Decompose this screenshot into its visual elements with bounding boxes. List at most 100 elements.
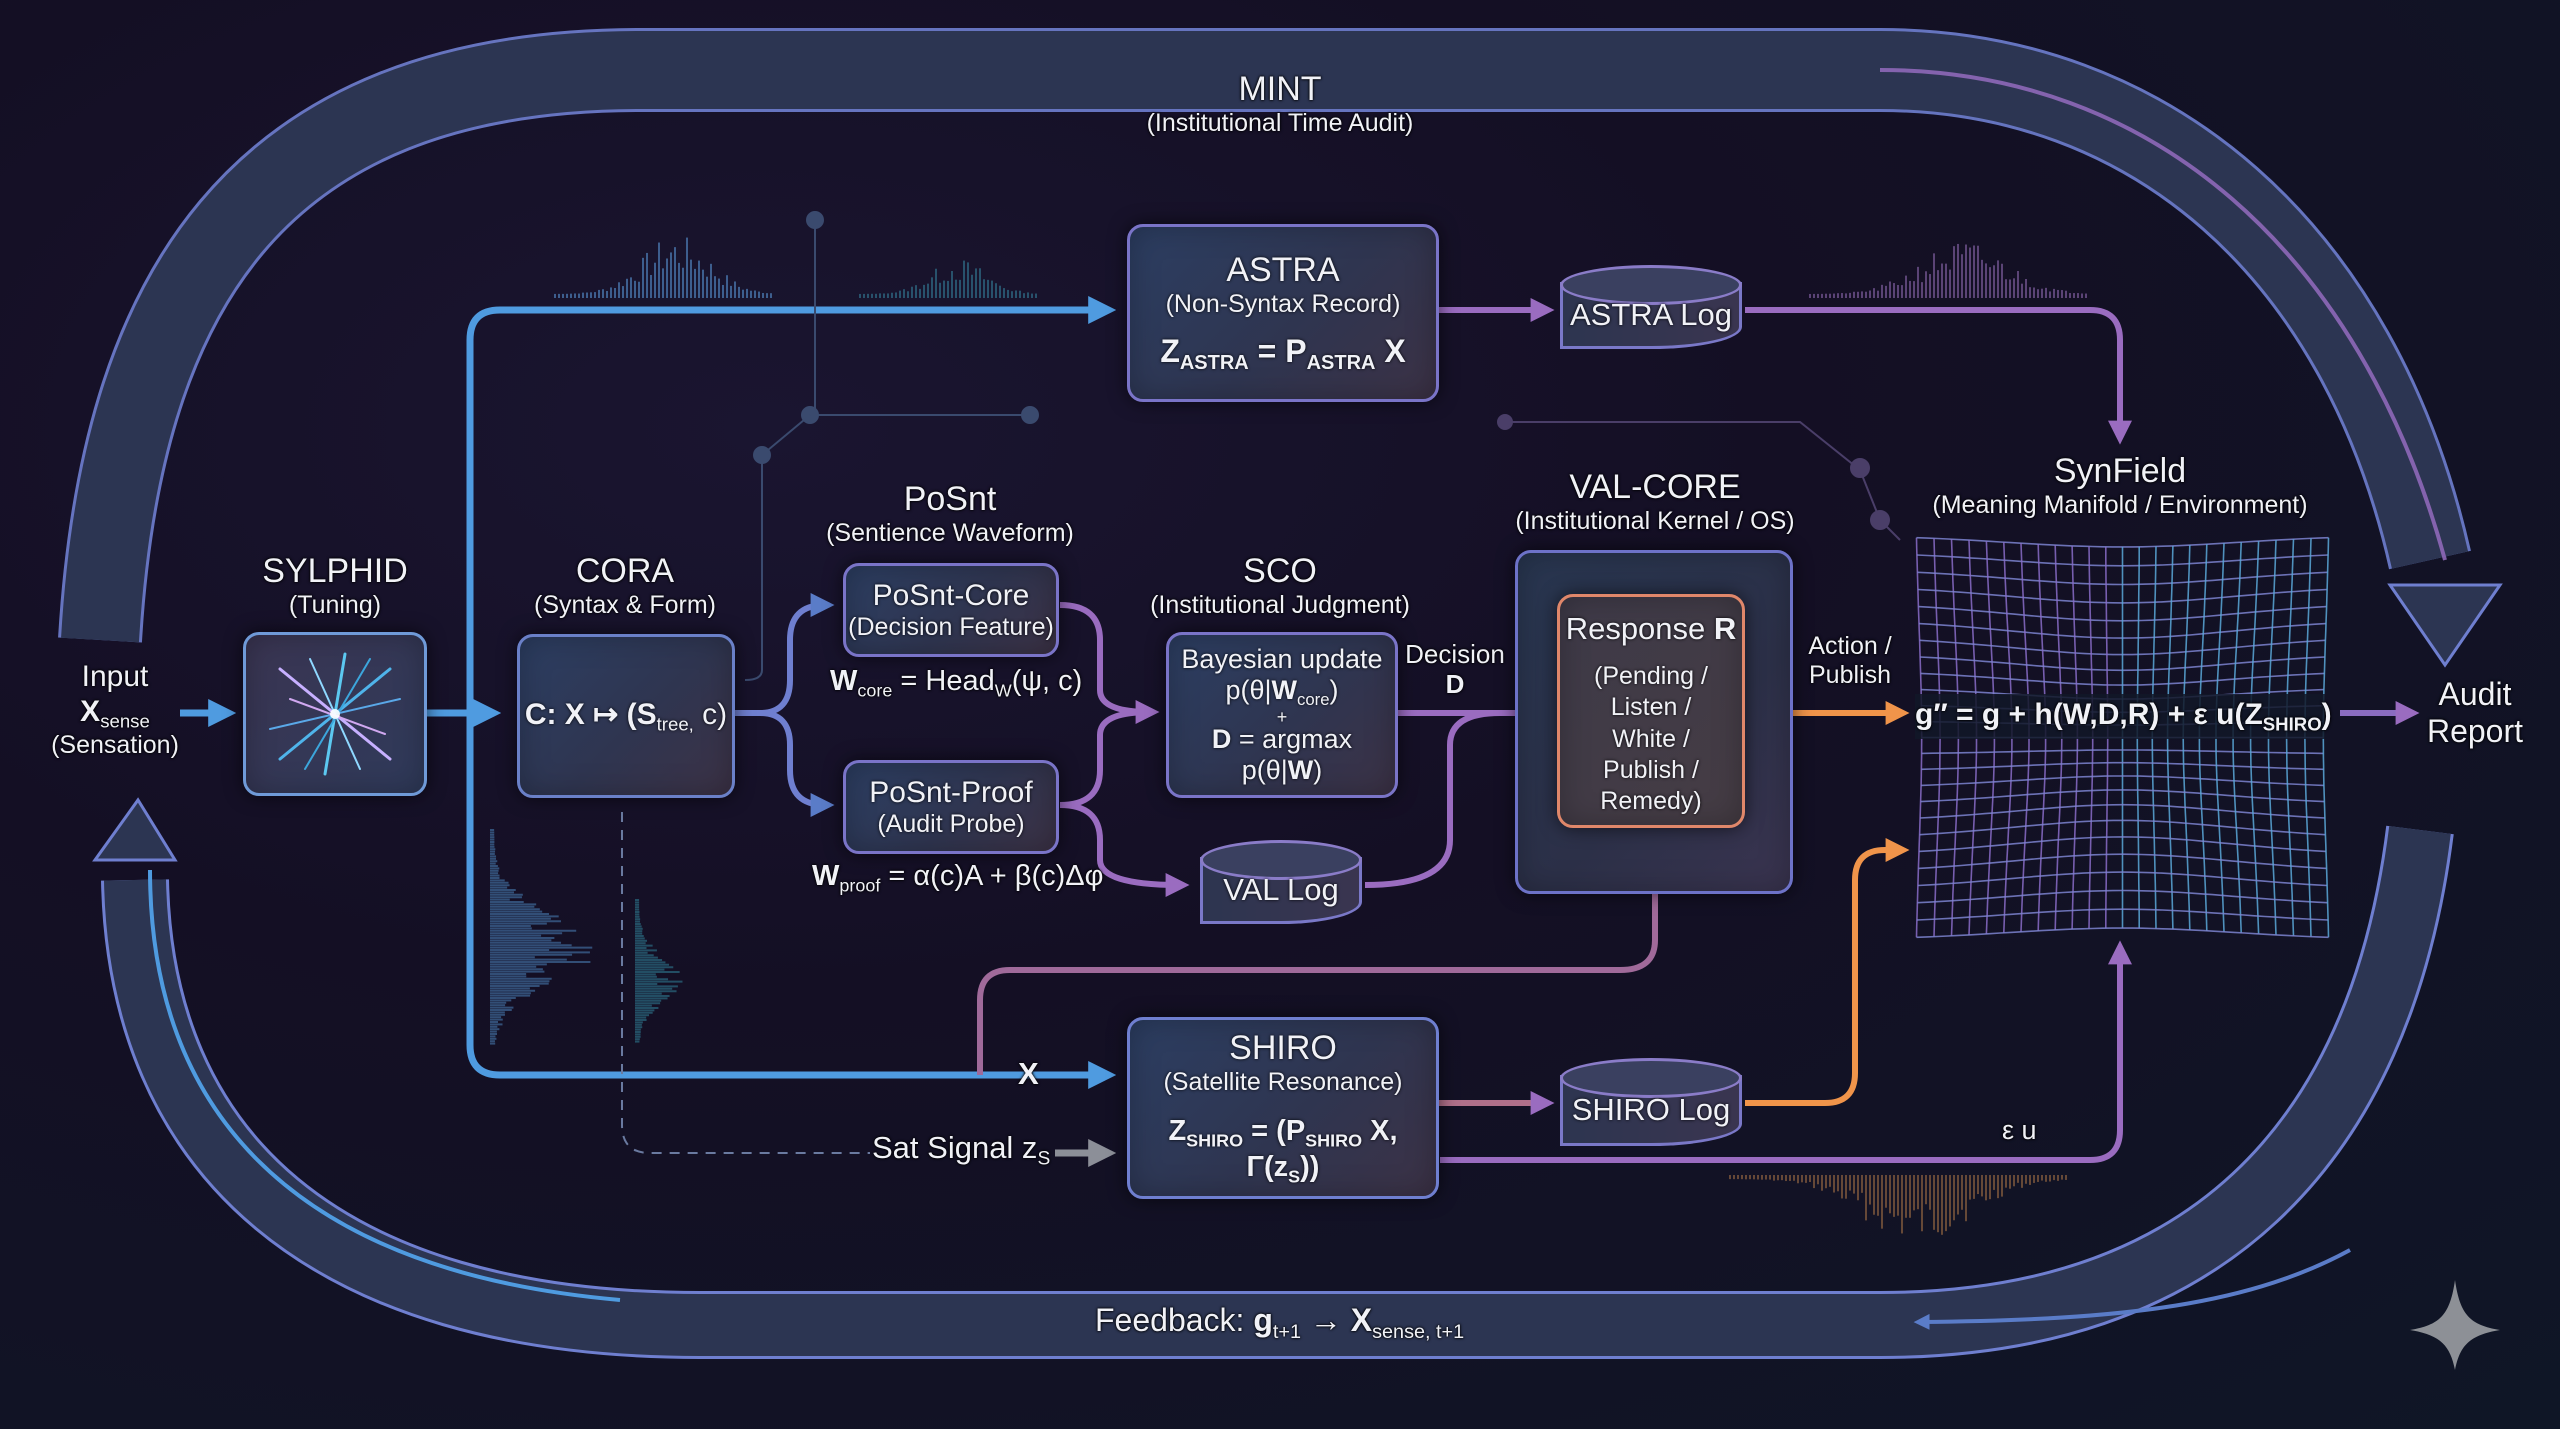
feedback-prefix: Feedback: (1095, 1302, 1254, 1338)
astra-eq-z-sub: ASTRA (1179, 352, 1249, 374)
grid-line (1916, 536, 2329, 548)
val-log-cylinder[interactable]: VAL Log (1200, 840, 1362, 924)
mint-label: MINT (Institutional Time Audit) (1080, 70, 1480, 138)
response-option: Remedy) (1600, 787, 1702, 815)
shiro-eq-p-sub: SHIRO (1305, 1130, 1363, 1150)
sco-line3: D = argmax p(θ|W) (1169, 724, 1395, 786)
grid-line (1918, 853, 2327, 870)
action-line2: Publish (1809, 660, 1891, 689)
synfield-eq-sub: SHIRO (2262, 713, 2322, 735)
cora-equation: C: X ↦ (Stree, c) (525, 697, 727, 736)
valcore-title: VAL-CORE (1569, 468, 1741, 506)
decision-label: Decision D (1400, 639, 1510, 700)
sco-plus: + (1276, 706, 1288, 727)
input-var: X (80, 694, 101, 728)
cora-branches (730, 593, 835, 817)
shiro-log-label: SHIRO Log (1571, 1092, 1731, 1127)
sco-subtitle: (Institutional Judgment) (1150, 591, 1410, 620)
shiro-eq-mid: = ( (1243, 1114, 1286, 1147)
astra-box[interactable]: ASTRA (Non-Syntax Record) ZASTRA = PASTR… (1127, 224, 1439, 402)
mint-title: MINT (1238, 70, 1322, 108)
cora-title: CORA (575, 552, 675, 590)
synfield-eq-end: ) (2321, 698, 2332, 731)
cora-label: CORA (Syntax & Form) (510, 552, 740, 620)
sylphid-title: SYLPHID (262, 552, 408, 590)
valcore-to-shiro-line (977, 890, 1658, 1075)
input-label: Input Xsense (Sensation) (50, 660, 180, 760)
blue-flows (180, 296, 1117, 1089)
starburst-icon (269, 652, 401, 776)
feedback-g-sub: t+1 (1272, 1320, 1301, 1343)
response-options: (Pending /Listen /White /Publish /Remedy… (1594, 661, 1708, 817)
sylphid-box[interactable] (243, 632, 427, 796)
response-option: (Pending / (1594, 662, 1708, 690)
mint-arrowhead (2387, 583, 2503, 668)
posnt-core-subtitle: (Decision Feature) (848, 612, 1054, 641)
cora-box[interactable]: C: X ↦ (Stree, c) (517, 634, 735, 798)
posnt-subtitle: (Sentience Waveform) (826, 519, 1074, 548)
audit-report-label: Audit Report (2420, 676, 2530, 750)
sco-line3-d: D (1211, 724, 1232, 755)
posnt-core-eq-head-sub: W (994, 680, 1012, 701)
sco-line2-pre: p(θ| (1225, 674, 1272, 705)
shiro-eq-tail-sub: S (1288, 1166, 1301, 1187)
shiro-equation: ZSHIRO = (PSHIRO X, Γ(zS)) (1130, 1115, 1436, 1188)
synfield-title: SynField (2053, 452, 2187, 490)
synfield-eq-main: g″ = g + h(W,D,R) + ε u(Z (1915, 698, 2263, 731)
astra-title: ASTRA (1226, 251, 1340, 289)
cora-subtitle: (Syntax & Form) (534, 591, 716, 620)
sco-box[interactable]: Bayesian update p(θ|Wcore) + D = argmax … (1166, 632, 1398, 798)
shiro-box[interactable]: SHIRO (Satellite Resonance) ZSHIRO = (PS… (1127, 1017, 1439, 1199)
posnt-proof-box[interactable]: PoSnt-Proof (Audit Probe) (843, 760, 1059, 854)
posnt-core-eq-w-sub: core (857, 680, 893, 701)
sat-signal-dashed (621, 812, 870, 1154)
audit-line2: Report (2426, 712, 2524, 749)
posnt-core-box[interactable]: PoSnt-Core (Decision Feature) (843, 563, 1059, 657)
astra-subtitle: (Non-Syntax Record) (1165, 290, 1401, 318)
posnt-core-eq-w: W (830, 665, 858, 697)
posnt-label: PoSnt (Sentience Waveform) (810, 480, 1090, 548)
shiro-eq-p: P (1285, 1114, 1306, 1147)
posnt-core-title: PoSnt-Core (872, 578, 1030, 612)
astra-equation: ZASTRA = PASTRA X (1160, 333, 1405, 375)
input-title: Input (81, 660, 149, 693)
response-option: White / (1612, 724, 1690, 753)
shiro-log-cylinder[interactable]: SHIRO Log (1560, 1058, 1742, 1146)
mint-loop-band (58, 28, 2503, 668)
decision-line2: D (1445, 668, 1465, 699)
astra-eq-p-sub: ASTRA (1306, 352, 1376, 374)
posnt-proof-equation: Wproof = α(c)A + β(c)Δφ (812, 860, 1103, 896)
grid-line (1916, 927, 2329, 939)
posnt-proof-eq-w: W (812, 860, 840, 892)
decision-line1: Decision (1405, 639, 1505, 669)
feedback-arrowhead (92, 797, 178, 862)
valcore-label: VAL-CORE (Institutional Kernel / OS) (1490, 468, 1820, 536)
sat-signal-text: Sat Signal z (872, 1130, 1038, 1165)
astra-eq-z: Z (1160, 333, 1180, 369)
posnt-core-eq-rest: = Head (892, 665, 995, 697)
response-title: Response R (1566, 611, 1737, 647)
astra-log-cylinder[interactable]: ASTRA Log (1560, 265, 1742, 349)
response-title-text: Response (1565, 611, 1714, 646)
action-line1: Action / (1808, 632, 1892, 660)
sco-line3-rest: = argmax p(θ| (1231, 724, 1353, 786)
network-decoration (744, 211, 1901, 681)
sco-line3-w: W (1287, 755, 1314, 786)
cora-eq-s-sub: tree, (656, 713, 694, 735)
grid-line (1916, 908, 2329, 921)
sylphid-subtitle: (Tuning) (288, 591, 382, 620)
grid-line (1917, 871, 2328, 887)
shiro-title: SHIRO (1229, 1028, 1337, 1067)
astra-eq-p: P (1285, 333, 1307, 369)
response-box[interactable]: Response R (Pending /Listen /White /Publ… (1557, 594, 1745, 828)
posnt-proof-title: PoSnt-Proof (869, 775, 1033, 809)
astra-eq-x: X (1375, 333, 1406, 369)
sco-line3-post: ) (1313, 755, 1323, 786)
posnt-core-eq-tail: (ψ, c) (1011, 665, 1083, 697)
val-log-label: VAL Log (1223, 872, 1339, 907)
sylphid-label: SYLPHID (Tuning) (235, 552, 435, 620)
grid-line (1917, 889, 2328, 904)
mint-subtitle: (Institutional Time Audit) (1146, 109, 1414, 138)
sco-line1: Bayesian update (1181, 643, 1383, 674)
sat-signal-label: Sat Signal zS (872, 1130, 1050, 1171)
